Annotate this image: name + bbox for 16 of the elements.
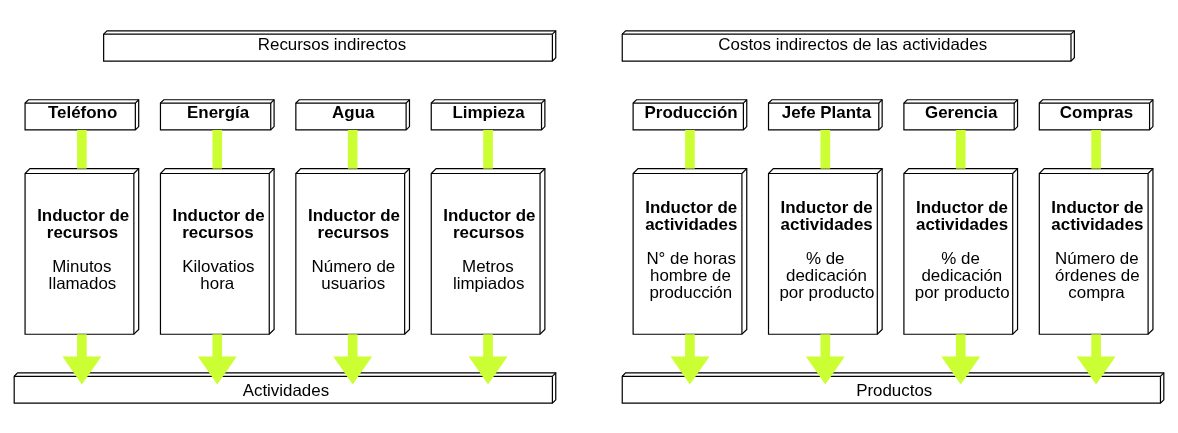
arrow xyxy=(62,333,102,384)
arrow xyxy=(333,333,373,384)
arrow xyxy=(670,333,710,384)
connector xyxy=(820,129,831,169)
arrow xyxy=(805,333,845,384)
connector xyxy=(955,129,966,169)
connector xyxy=(77,129,87,169)
arrow xyxy=(1076,333,1116,384)
connector xyxy=(483,129,493,169)
connector xyxy=(212,129,223,169)
arrow xyxy=(941,333,981,384)
arrow xyxy=(468,333,508,384)
connector xyxy=(1091,129,1101,169)
connector xyxy=(685,129,695,169)
connector xyxy=(347,129,358,169)
arrow xyxy=(197,333,237,384)
